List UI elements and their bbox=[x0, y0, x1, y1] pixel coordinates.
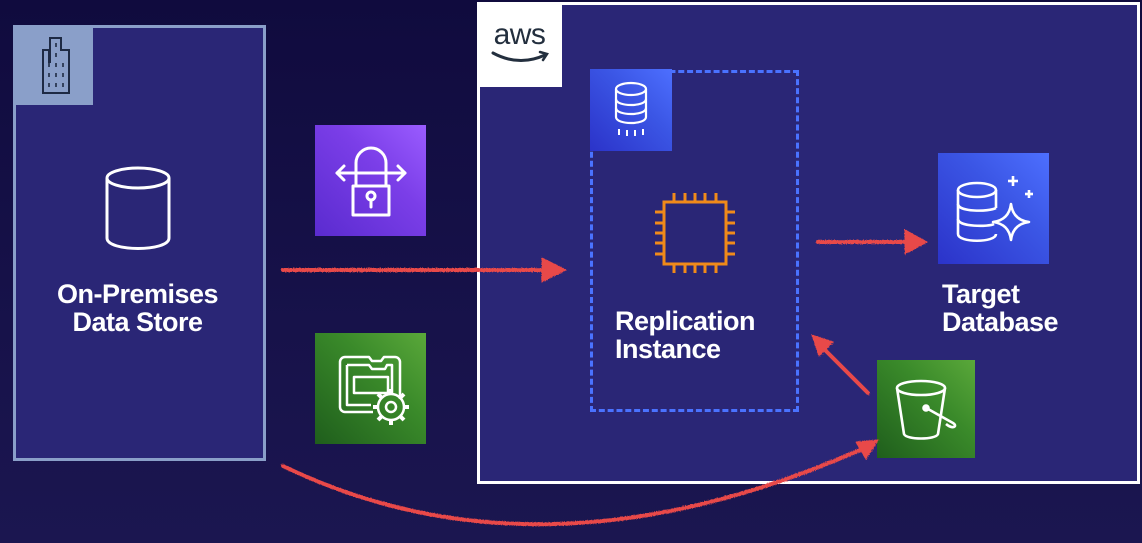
on-premises-database-icon bbox=[105, 166, 171, 252]
database-migration-service-icon bbox=[614, 81, 648, 136]
on-premises-label-line2: Data Store bbox=[72, 307, 203, 337]
dms-service-tile[interactable] bbox=[590, 69, 672, 151]
device-gear-icon bbox=[338, 355, 409, 425]
replication-instance-label-line2: Instance bbox=[615, 334, 721, 364]
s3-bucket-tile[interactable] bbox=[877, 360, 975, 458]
on-premises-label: On-Premises Data Store bbox=[30, 280, 245, 336]
target-database-label-line1: Target bbox=[942, 279, 1020, 309]
database-sparkle-icon bbox=[956, 175, 1033, 242]
replication-instance-label-line1: Replication bbox=[615, 306, 756, 336]
on-premises-label-line1: On-Premises bbox=[56, 279, 219, 309]
lock-transfer-icon bbox=[335, 146, 406, 216]
target-database-tile[interactable] bbox=[938, 153, 1049, 264]
aws-cloud-container bbox=[477, 2, 1140, 484]
s3-bucket-icon bbox=[895, 379, 957, 440]
target-database-label: Target Database bbox=[942, 280, 1122, 336]
corporate-data-center-badge bbox=[13, 25, 93, 105]
replication-instance-label: Replication Instance bbox=[615, 307, 795, 363]
aws-logo-badge: aws bbox=[477, 2, 562, 87]
target-database-label-line2: Database bbox=[942, 307, 1059, 337]
aws-logo-icon: aws bbox=[489, 17, 551, 71]
secure-transfer-tile[interactable] bbox=[315, 125, 426, 236]
snow-device-tile[interactable] bbox=[315, 333, 426, 444]
aws-logo-text: aws bbox=[493, 17, 546, 51]
ec2-chip-icon bbox=[655, 193, 735, 273]
replication-instance-boundary bbox=[590, 70, 799, 412]
corporate-data-center-icon bbox=[42, 37, 70, 94]
